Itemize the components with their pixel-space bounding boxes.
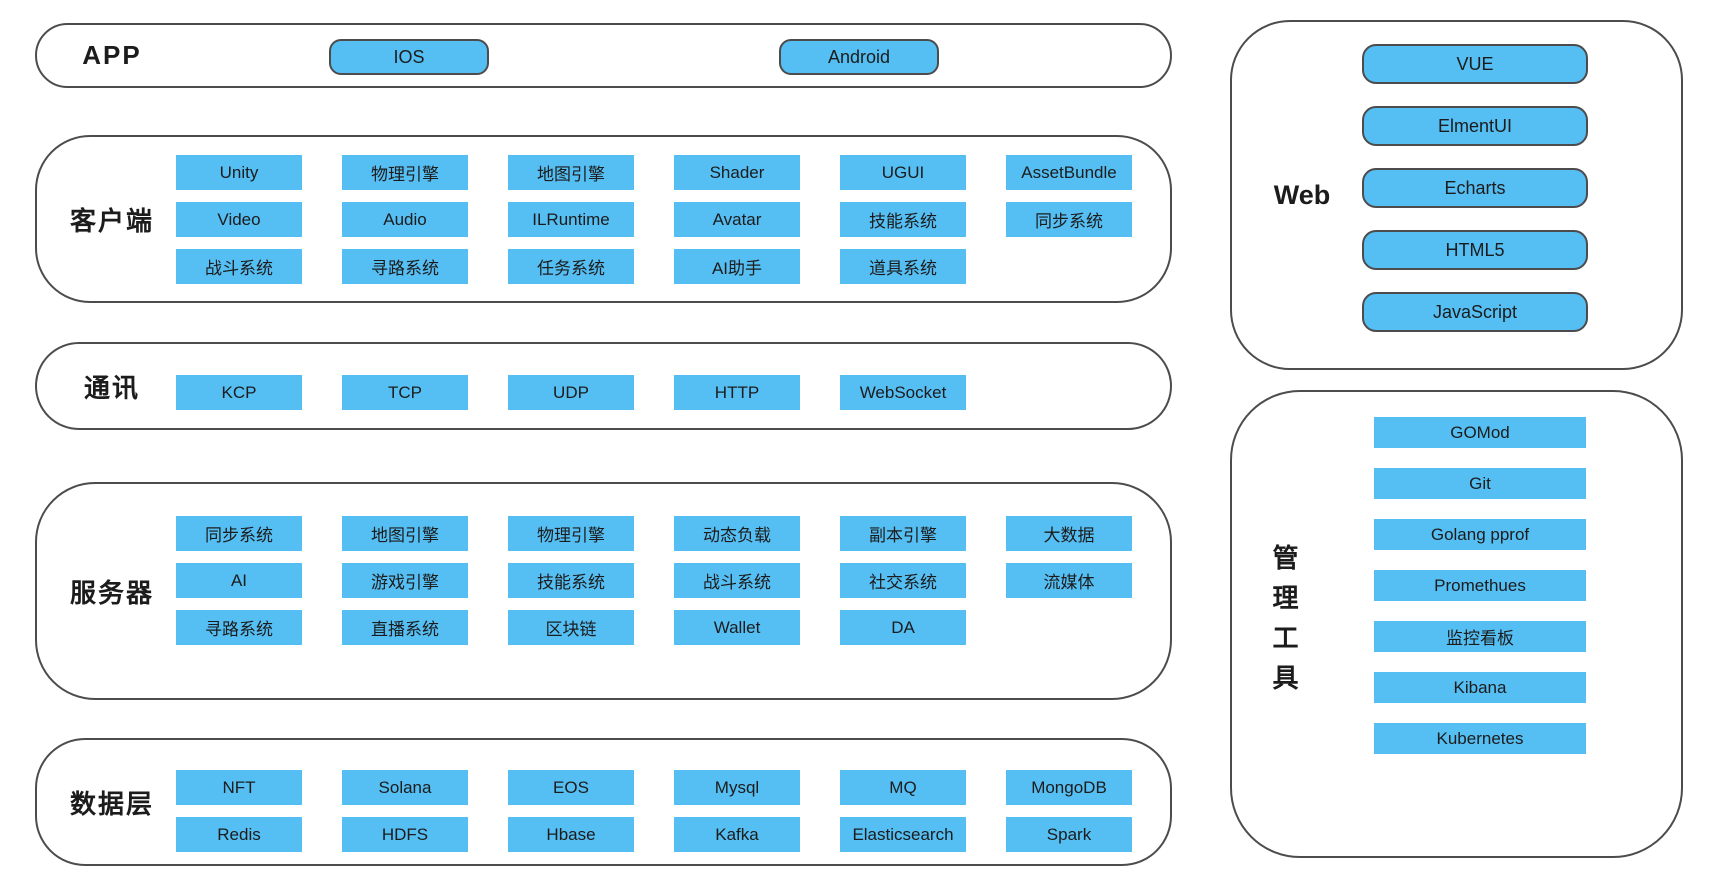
tech-node: Redis bbox=[176, 817, 302, 852]
tech-node: 地图引擎 bbox=[342, 516, 468, 551]
tech-node: 同步系统 bbox=[1006, 202, 1132, 237]
tech-node: Promethues bbox=[1374, 570, 1586, 601]
server-node-grid: 同步系统 地图引擎 物理引擎 动态负载 副本引擎 大数据 AI 游戏引擎 技能系… bbox=[176, 516, 1132, 645]
tech-node: Git bbox=[1374, 468, 1586, 499]
tech-node: MQ bbox=[840, 770, 966, 805]
tech-node: Kafka bbox=[674, 817, 800, 852]
tech-node: AI助手 bbox=[674, 249, 800, 284]
tech-node: Kibana bbox=[1374, 672, 1586, 703]
tech-node: Elasticsearch bbox=[840, 817, 966, 852]
tech-node: 寻路系统 bbox=[342, 249, 468, 284]
tech-node: HDFS bbox=[342, 817, 468, 852]
tech-node: Wallet bbox=[674, 610, 800, 645]
tech-node: 地图引擎 bbox=[508, 155, 634, 190]
client-node-grid: Unity 物理引擎 地图引擎 Shader UGUI AssetBundle … bbox=[176, 155, 1132, 284]
node-android: Android bbox=[779, 39, 939, 75]
tech-node: 社交系统 bbox=[840, 563, 966, 598]
tech-node: Video bbox=[176, 202, 302, 237]
server-panel: 服务器 同步系统 地图引擎 物理引擎 动态负载 副本引擎 大数据 AI 游戏引擎… bbox=[35, 482, 1172, 700]
communication-panel-label: 通讯 bbox=[83, 372, 140, 403]
tech-node: 任务系统 bbox=[508, 249, 634, 284]
tech-node: 技能系统 bbox=[840, 202, 966, 237]
tech-node: 战斗系统 bbox=[674, 563, 800, 598]
tech-node: GOMod bbox=[1374, 417, 1586, 448]
tech-node: 区块链 bbox=[508, 610, 634, 645]
tech-node: UGUI bbox=[840, 155, 966, 190]
tech-node: 游戏引擎 bbox=[342, 563, 468, 598]
tech-node: WebSocket bbox=[840, 375, 966, 410]
tech-node: Solana bbox=[342, 770, 468, 805]
tech-node: 物理引擎 bbox=[508, 516, 634, 551]
tech-node: NFT bbox=[176, 770, 302, 805]
tech-node: Mysql bbox=[674, 770, 800, 805]
admin-tools-panel-label: 管理工具 bbox=[1269, 544, 1299, 704]
tech-node: ElmentUI bbox=[1362, 106, 1588, 146]
data-layer-node-grid: NFT Solana EOS Mysql MQ MongoDB Redis HD… bbox=[176, 770, 1132, 852]
tech-node: ILRuntime bbox=[508, 202, 634, 237]
tech-node: Golang pprof bbox=[1374, 519, 1586, 550]
tech-node: DA bbox=[840, 610, 966, 645]
web-node-list: VUE ElmentUI Echarts HTML5 JavaScript bbox=[1362, 44, 1588, 332]
tech-node: Audio bbox=[342, 202, 468, 237]
tech-node: 战斗系统 bbox=[176, 249, 302, 284]
tech-node: 副本引擎 bbox=[840, 516, 966, 551]
tech-node: 大数据 bbox=[1006, 516, 1132, 551]
tech-node: MongoDB bbox=[1006, 770, 1132, 805]
web-panel: Web VUE ElmentUI Echarts HTML5 JavaScrip… bbox=[1230, 20, 1683, 370]
tech-node: TCP bbox=[342, 375, 468, 410]
server-panel-label: 服务器 bbox=[69, 577, 154, 608]
data-layer-panel-label: 数据层 bbox=[69, 788, 154, 819]
tech-node: 物理引擎 bbox=[342, 155, 468, 190]
tech-node: VUE bbox=[1362, 44, 1588, 84]
admin-tools-panel: 管理工具 GOMod Git Golang pprof Promethues 监… bbox=[1230, 390, 1683, 858]
web-panel-label: Web bbox=[1273, 179, 1331, 210]
communication-panel: 通讯 KCP TCP UDP HTTP WebSocket bbox=[35, 342, 1172, 430]
tech-node: Avatar bbox=[674, 202, 800, 237]
tech-node: Spark bbox=[1006, 817, 1132, 852]
tech-node: AssetBundle bbox=[1006, 155, 1132, 190]
communication-node-grid: KCP TCP UDP HTTP WebSocket bbox=[176, 375, 1132, 410]
tech-node: Unity bbox=[176, 155, 302, 190]
client-panel: 客户端 Unity 物理引擎 地图引擎 Shader UGUI AssetBun… bbox=[35, 135, 1172, 303]
tech-node: Echarts bbox=[1362, 168, 1588, 208]
client-panel-label: 客户端 bbox=[69, 205, 154, 236]
app-panel-label: APP bbox=[82, 40, 142, 70]
tech-node: 动态负载 bbox=[674, 516, 800, 551]
tech-node: 监控看板 bbox=[1374, 621, 1586, 652]
node-ios: IOS bbox=[329, 39, 489, 75]
tech-node: 技能系统 bbox=[508, 563, 634, 598]
tech-node: 直播系统 bbox=[342, 610, 468, 645]
tech-node: Kubernetes bbox=[1374, 723, 1586, 754]
tech-node: AI bbox=[176, 563, 302, 598]
tech-node: KCP bbox=[176, 375, 302, 410]
tech-node: HTTP bbox=[674, 375, 800, 410]
tech-node: Hbase bbox=[508, 817, 634, 852]
tech-node: UDP bbox=[508, 375, 634, 410]
admin-tools-node-list: GOMod Git Golang pprof Promethues 监控看板 K… bbox=[1374, 417, 1586, 754]
tech-node: 流媒体 bbox=[1006, 563, 1132, 598]
tech-node: 道具系统 bbox=[840, 249, 966, 284]
app-panel: APP IOS Android bbox=[35, 23, 1172, 88]
tech-node: HTML5 bbox=[1362, 230, 1588, 270]
tech-node: 寻路系统 bbox=[176, 610, 302, 645]
tech-node: EOS bbox=[508, 770, 634, 805]
data-layer-panel: 数据层 NFT Solana EOS Mysql MQ MongoDB Redi… bbox=[35, 738, 1172, 866]
tech-node: Shader bbox=[674, 155, 800, 190]
tech-node: 同步系统 bbox=[176, 516, 302, 551]
tech-node: JavaScript bbox=[1362, 292, 1588, 332]
